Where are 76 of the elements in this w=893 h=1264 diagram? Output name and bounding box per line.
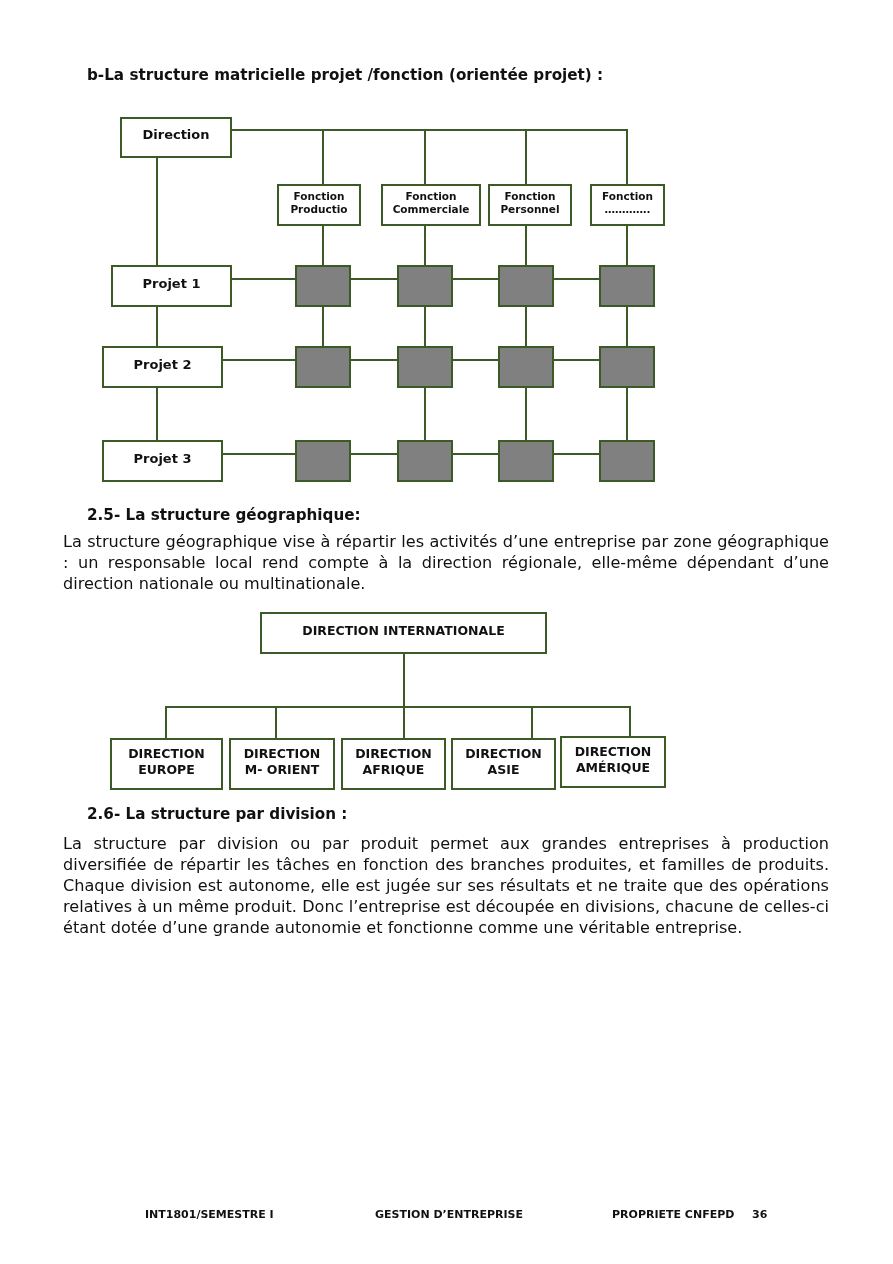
- box-label: Fonction Personnel: [499, 189, 561, 217]
- org-box: [277, 184, 361, 226]
- box-label: Fonction Productio: [289, 189, 349, 217]
- connector-line: [156, 306, 158, 347]
- connector-line: [452, 278, 499, 280]
- connector-line: [626, 225, 628, 266]
- org-box: [110, 738, 223, 790]
- matrix-square: [295, 346, 351, 388]
- org-box: [451, 738, 556, 790]
- connector-line: [156, 387, 158, 441]
- connector-line: [525, 387, 527, 441]
- box-label: Fonction Commerciale: [391, 189, 471, 217]
- matrix-square: [397, 265, 453, 307]
- box-label: Fonction ………….: [601, 189, 654, 217]
- body-paragraph: La structure géographique vise à répartir les activités d’une entreprise par zone géographique : un responsable local rend compte à la direction régionale, elle-même dépendant d’une direction nationale ou multinationale.: [63, 531, 829, 594]
- org-box: [111, 265, 232, 307]
- page-number: 36: [752, 1207, 768, 1222]
- connector-line: [424, 306, 426, 347]
- connector-line: [525, 306, 527, 347]
- matrix-square: [498, 346, 554, 388]
- matrix-square: [295, 440, 351, 482]
- connector-line: [222, 453, 296, 455]
- matrix-square: [397, 346, 453, 388]
- connector-line: [222, 359, 296, 361]
- matrix-square: [498, 440, 554, 482]
- org-box: [102, 346, 223, 388]
- connector-line: [452, 359, 499, 361]
- connector-line: [231, 278, 296, 280]
- org-box: [120, 117, 232, 158]
- org-box: [260, 612, 547, 654]
- org-box: [590, 184, 665, 226]
- matrix-square: [397, 440, 453, 482]
- box-label: DIRECTION M- ORIENT: [242, 746, 322, 778]
- connector-line: [553, 278, 600, 280]
- box-label: DIRECTION EUROPE: [127, 746, 206, 778]
- org-box: [488, 184, 572, 226]
- section-heading: 2.6- La structure par division :: [87, 804, 348, 824]
- connector-line: [350, 359, 398, 361]
- box-label: DIRECTION INTERNATIONALE: [302, 623, 505, 639]
- org-box: [560, 736, 666, 788]
- matrix-square: [599, 346, 655, 388]
- connector-line: [322, 306, 324, 347]
- org-box: [381, 184, 481, 226]
- footer-text: PROPRIETE CNFEPD: [612, 1207, 735, 1222]
- box-label: Projet 1: [142, 275, 201, 293]
- org-box: [341, 738, 446, 790]
- connector-line: [424, 225, 426, 266]
- connector-line: [350, 453, 398, 455]
- section-heading: 2.5- La structure géographique:: [87, 505, 361, 525]
- matrix-square: [599, 265, 655, 307]
- footer-text: GESTION D’ENTREPRISE: [375, 1207, 524, 1222]
- section-heading: b-La structure matricielle projet /fonction (orientée projet) :: [87, 65, 604, 85]
- connector-line: [553, 359, 600, 361]
- connector-line: [626, 387, 628, 441]
- box-label: Projet 2: [133, 356, 192, 374]
- box-label: DIRECTION ASIE: [464, 746, 543, 778]
- footer-text: INT1801/SEMESTRE I: [145, 1207, 274, 1222]
- box-label: Projet 3: [133, 450, 192, 468]
- connector-line: [452, 453, 499, 455]
- matrix-square: [295, 265, 351, 307]
- body-paragraph: La structure par division ou par produit permet aux grandes entreprises à production diversifiée de répartir les tâches en fonction des branches produites, et familles de produits. Chaque division est autonome, elle est jugée sur ses résultats et ne traite que des opérations relatives à un même produit. Donc l’entreprise est découpée en divisions, chacune de celles-ci étant dotée d’une grande autonomie et fonctionne comme une véritable entreprise.: [63, 833, 829, 938]
- connector-line: [403, 653, 631, 737]
- matrix-square: [599, 440, 655, 482]
- matrix-square: [498, 265, 554, 307]
- connector-line: [553, 453, 600, 455]
- org-box: [102, 440, 223, 482]
- connector-line: [350, 278, 398, 280]
- org-box: [229, 738, 335, 790]
- box-label: DIRECTION AFRIQUE: [354, 746, 433, 778]
- connector-line: [525, 225, 527, 266]
- box-label: Direction: [142, 127, 210, 144]
- box-label: DIRECTION AMÉRIQUE: [573, 744, 653, 776]
- connector-line: [322, 225, 324, 266]
- connector-line: [156, 157, 158, 266]
- connector-line: [424, 387, 426, 441]
- connector-line: [626, 306, 628, 347]
